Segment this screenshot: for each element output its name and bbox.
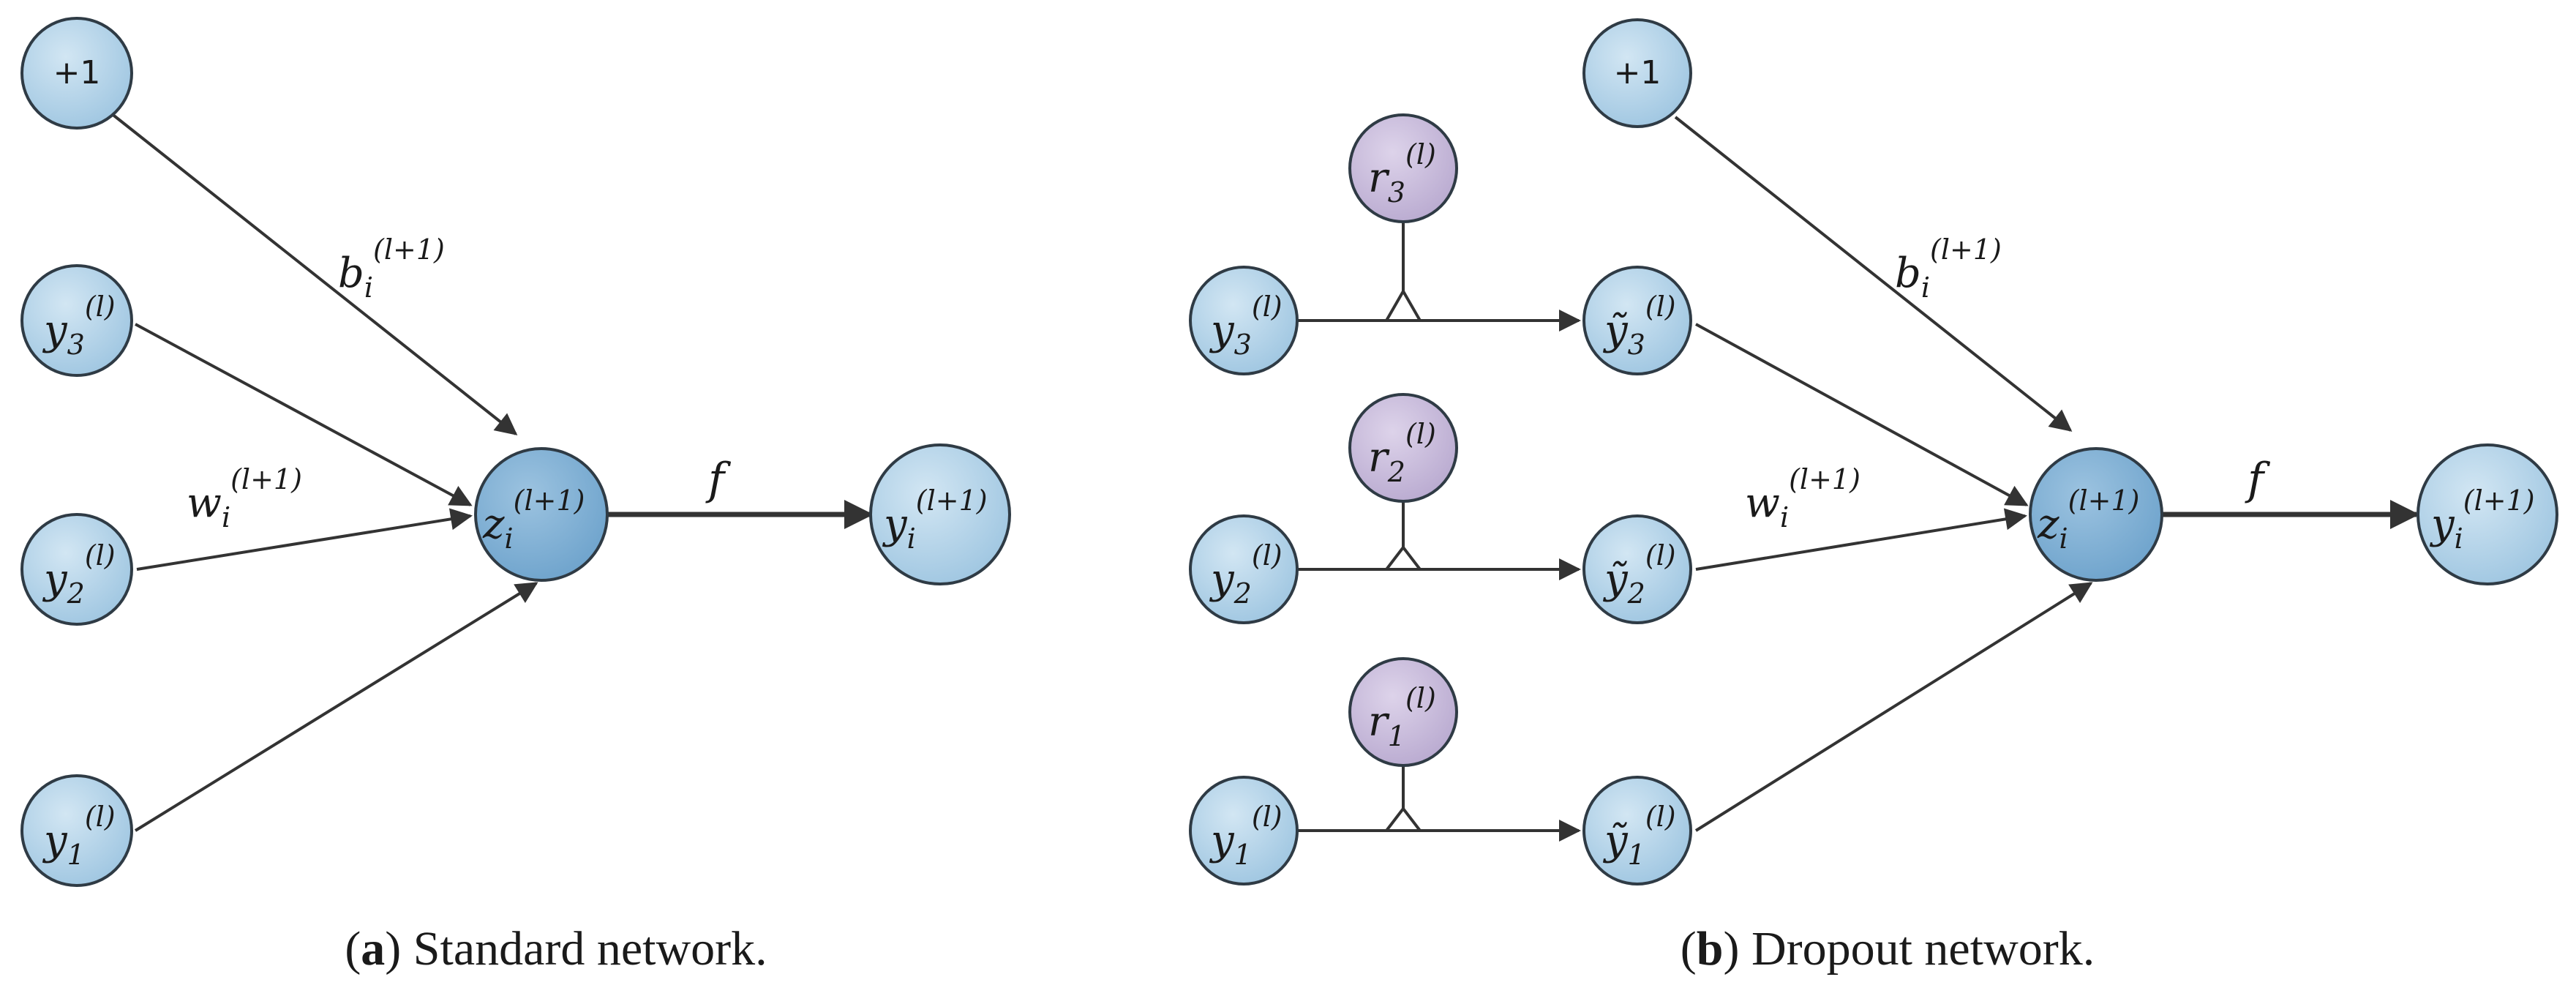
label-bias-b: +1 xyxy=(1614,54,1661,91)
node-y1-b xyxy=(1189,776,1299,885)
node-yt2 xyxy=(1582,514,1692,624)
label-bias-weight-a: bi(l+1) xyxy=(338,233,445,304)
label-bias-a: +1 xyxy=(53,54,101,91)
gate-r1 xyxy=(1383,806,1424,832)
node-y1-a xyxy=(20,774,133,887)
node-bias-b xyxy=(1582,18,1692,128)
label-y1-b: y1(l) xyxy=(1209,801,1283,871)
node-bias-a xyxy=(20,17,133,130)
node-y2-a xyxy=(20,513,133,626)
edge-y2-to-z xyxy=(136,508,473,571)
edge-yt2-to-z xyxy=(1695,508,2027,571)
node-yt3 xyxy=(1582,266,1692,375)
label-z-a: zi(l+1) xyxy=(482,484,585,555)
label-output-b: yi(l+1) xyxy=(2429,484,2535,555)
node-output-a xyxy=(869,443,1011,585)
label-yt1: ỹ1(l) xyxy=(1602,801,1676,871)
label-r2: r2(l) xyxy=(1368,418,1436,488)
node-r3 xyxy=(1348,113,1458,223)
label-y2-b: y2(l) xyxy=(1209,539,1283,610)
edge-bias-to-z-b xyxy=(1674,116,2073,432)
label-y3-b: y3(l) xyxy=(1209,291,1283,361)
node-output-b xyxy=(2417,443,2558,585)
edge-y3-to-z xyxy=(135,323,473,506)
label-yt2: ỹ2(l) xyxy=(1602,539,1676,610)
node-z-b xyxy=(2029,447,2163,582)
node-y2-b xyxy=(1189,514,1299,624)
label-r1: r1(l) xyxy=(1368,682,1436,752)
label-z-b: zi(l+1) xyxy=(2037,484,2140,555)
edge-y1-to-z xyxy=(134,582,538,832)
label-y2-a: y2(l) xyxy=(42,539,116,610)
gate-r2 xyxy=(1383,544,1424,571)
edge-bias-to-z xyxy=(110,112,518,435)
node-y3-b xyxy=(1189,266,1299,375)
panel-a: +1 y3(l) y2(l) y1(l) zi(l+1) yi(l+1) bi(… xyxy=(20,17,1011,976)
node-yt1 xyxy=(1582,776,1692,885)
node-r1 xyxy=(1348,657,1458,767)
gate-r3 xyxy=(1383,288,1423,322)
caption-a: (a) Standard network. xyxy=(345,922,767,976)
label-weight-a: wi(l+1) xyxy=(187,463,302,533)
label-y1-a: y1(l) xyxy=(42,801,116,871)
node-y3-a xyxy=(20,264,133,377)
caption-b: (b) Dropout network. xyxy=(1681,922,2095,976)
node-z-a xyxy=(474,447,609,582)
edge-yt1-to-z xyxy=(1694,582,2093,832)
label-activation-b: f xyxy=(2245,454,2271,505)
label-output-a: yi(l+1) xyxy=(882,484,988,555)
label-yt3: ỹ3(l) xyxy=(1602,291,1676,361)
label-weight-b: wi(l+1) xyxy=(1745,463,1860,533)
label-bias-weight-b: bi(l+1) xyxy=(1895,233,2002,304)
label-y3-a: y3(l) xyxy=(42,291,116,361)
node-r2 xyxy=(1348,393,1458,503)
edge-yt3-to-z xyxy=(1695,323,2029,506)
label-activation-a: f xyxy=(705,454,732,505)
panel-b: +1 r3(l) r2(l) r1(l) y3(l) y2(l) y1(l) ỹ… xyxy=(1189,18,2558,976)
label-r3: r3(l) xyxy=(1368,138,1436,209)
